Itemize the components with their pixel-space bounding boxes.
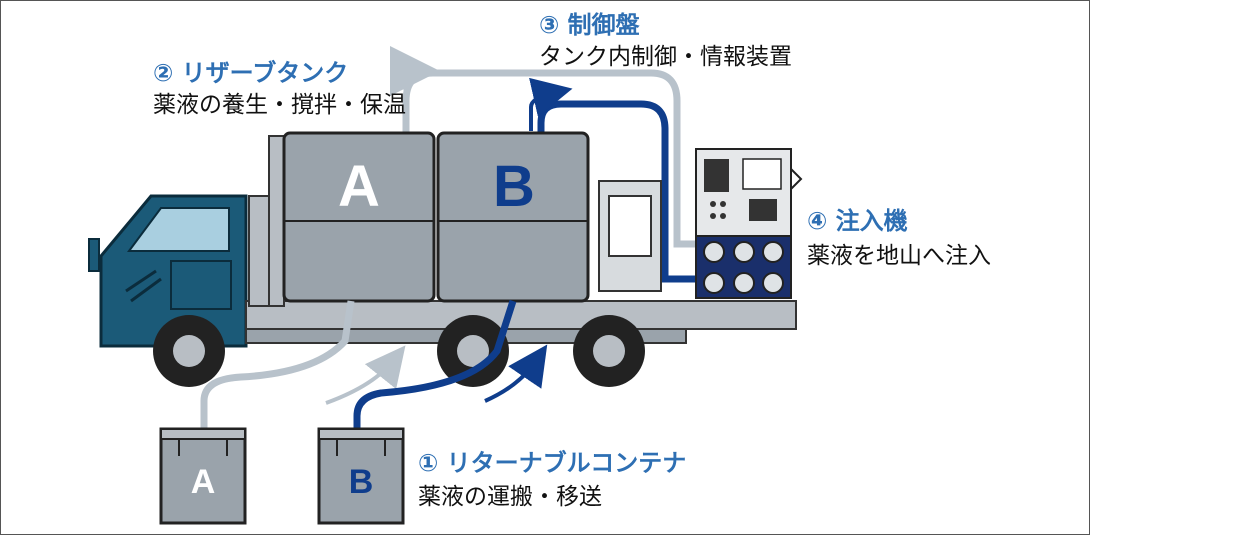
control-panel-description: タンク内制御・情報装置 bbox=[539, 44, 792, 70]
truck-cab bbox=[88, 194, 248, 348]
rear-wheel-2 bbox=[573, 315, 645, 387]
rear-wheel-1 bbox=[437, 315, 509, 387]
container-a-letter: A bbox=[191, 463, 216, 501]
control-panel-title: ③ 制御盤 bbox=[539, 11, 640, 39]
reservoir-description: 薬液の養生・撹拌・保温 bbox=[153, 92, 406, 118]
truck-system-illustration: A B A B bbox=[88, 46, 803, 525]
tank-b-letter: B bbox=[493, 154, 535, 219]
container-a-up-arrow bbox=[325, 345, 406, 405]
tank-a-letter: A bbox=[338, 154, 380, 219]
container-title: ① リターナブルコンテナ bbox=[418, 449, 687, 477]
injector-units bbox=[695, 235, 792, 299]
container-b-letter: B bbox=[349, 463, 374, 501]
container-description: 薬液の運搬・移送 bbox=[418, 484, 602, 510]
injector-title: ④ 注入機 bbox=[807, 207, 908, 235]
container-a-to-tank-flow bbox=[200, 300, 355, 429]
control-panel bbox=[695, 148, 803, 242]
container-b bbox=[317, 427, 405, 525]
container-b-to-tank-flow bbox=[353, 299, 517, 429]
diagram-frame: A B A B ② リザーブタンク 薬液の養生・撹拌・保温 ③ 制御盤 タンク内… bbox=[0, 0, 1090, 535]
front-wheel bbox=[153, 315, 225, 387]
control-up-arrow bbox=[529, 77, 573, 131]
reservoir-title: ② リザーブタンク bbox=[153, 59, 349, 87]
reservoir-up-arrow bbox=[389, 46, 440, 101]
container-b-up-arrow bbox=[484, 344, 548, 403]
truck-deck bbox=[245, 300, 797, 330]
tank-a bbox=[282, 131, 436, 303]
container-a bbox=[159, 427, 247, 525]
injector-description: 薬液を地山へ注入 bbox=[807, 243, 991, 269]
